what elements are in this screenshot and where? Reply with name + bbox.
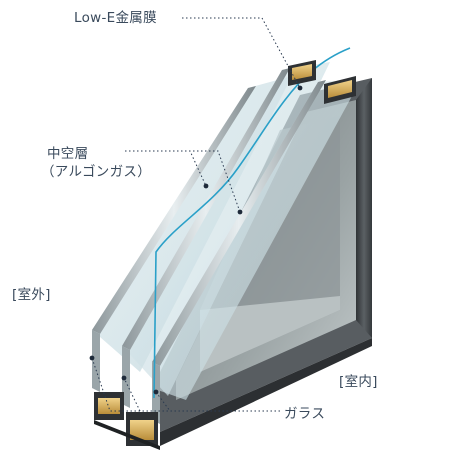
outdoor-label: [室外]: [12, 287, 51, 303]
leader-lines: [91, 17, 301, 412]
bottom-spacers: [94, 392, 160, 450]
leader-low-e: [182, 17, 301, 89]
leader-glass-3: [155, 391, 280, 412]
top-spacers: [288, 60, 356, 104]
indoor-label: [室内]: [339, 374, 378, 390]
leader-glass-2: [123, 377, 280, 412]
glass-label: ガラス: [284, 406, 326, 422]
leader-hollow-2: [125, 150, 241, 213]
hollow-layer-gas: （アルゴンガス）: [41, 164, 151, 180]
hollow-layer-label: 中空層 （アルゴンガス）: [41, 145, 151, 181]
leader-dots: [89, 85, 303, 395]
hollow-layer-title: 中空層: [47, 146, 89, 162]
low-e-film-label: Low-E金属膜: [74, 10, 157, 26]
